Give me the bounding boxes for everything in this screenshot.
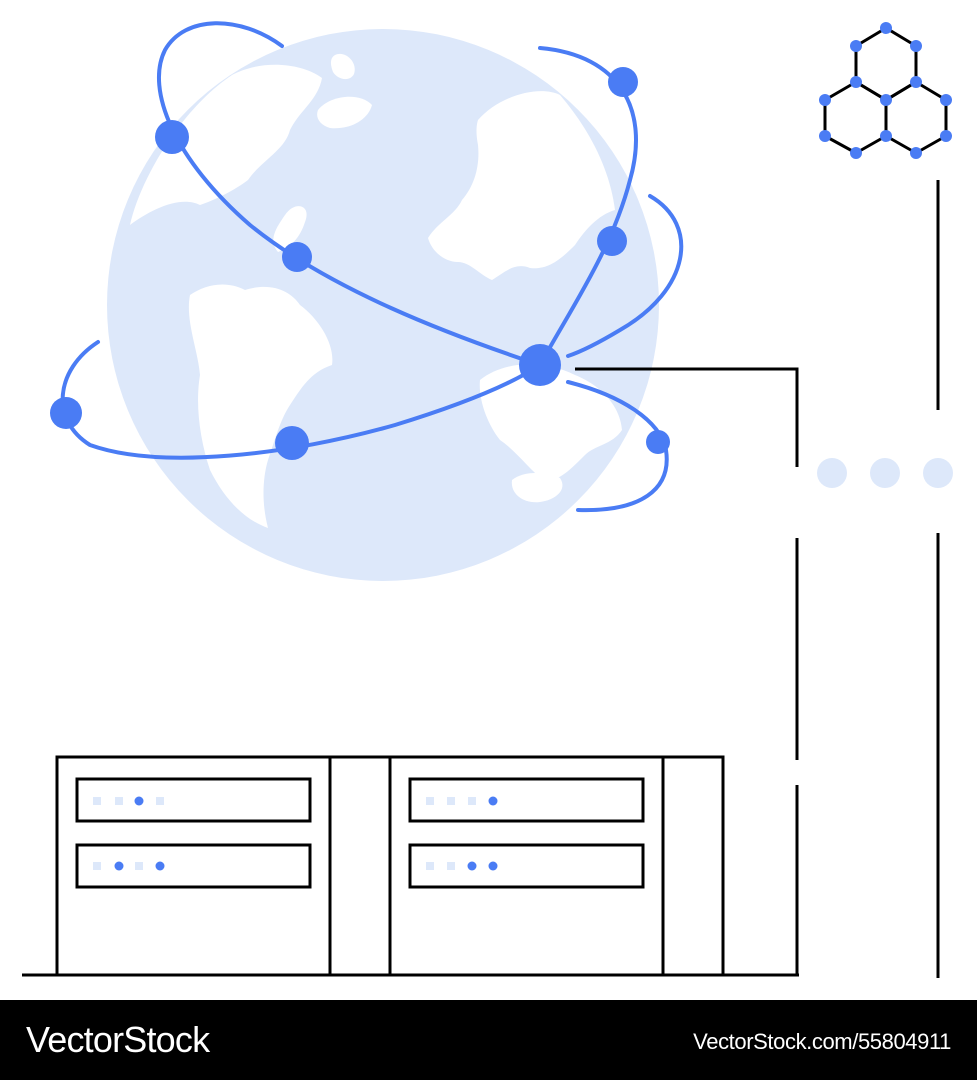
orbit-node [275,426,309,460]
orbit-node [646,430,670,454]
vectorstock-logo: VectorStock [26,1019,210,1060]
server-unit [408,777,645,823]
orbit-node-hub [519,344,561,386]
ellipsis-dots-icon [817,458,953,488]
hub-connector [575,367,799,467]
image-id-label: VectorStock.com/55804911 [693,1029,951,1054]
orbit-nodes [50,67,670,460]
orbit-node [50,397,82,429]
orbit-node [608,67,638,97]
server-rack-icon [55,755,725,977]
orbit-node [155,120,189,154]
server-indicator-lights [93,796,498,871]
orbit-3 [566,194,684,358]
orbit-1 [156,21,542,367]
server-unit [75,843,312,889]
orbit-node [282,242,312,272]
server-unit [75,777,312,823]
hexagon-network-icon [819,22,952,159]
network-globe-illustration [22,21,953,978]
watermark-bar: VectorStock VectorStock.com/55804911 [0,1000,977,1080]
server-unit [408,843,645,889]
orbit-node [597,226,627,256]
orbit-2 [538,46,638,367]
globe-continents [130,53,622,528]
